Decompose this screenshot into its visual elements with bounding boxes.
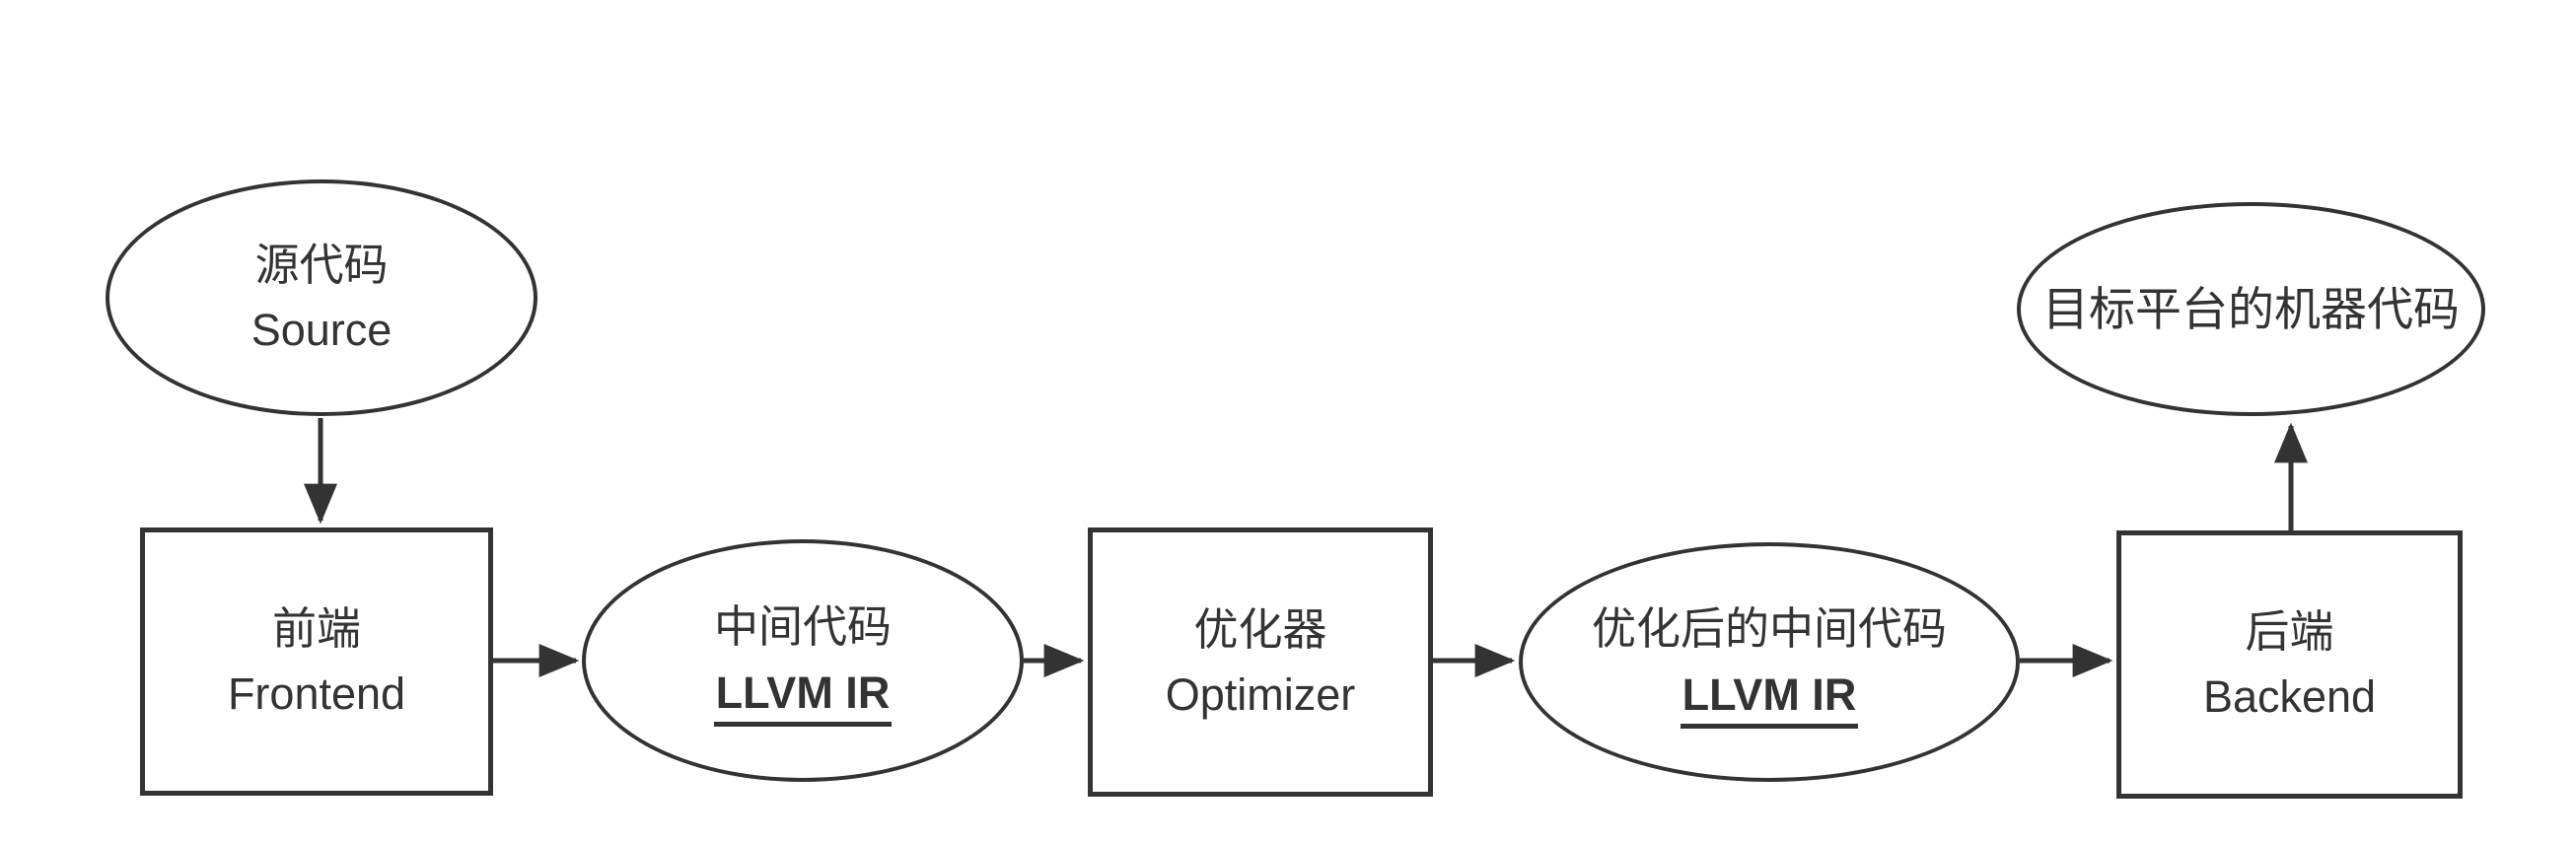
node-optimizer-label-en: Optimizer [1165,668,1356,720]
node-optimizer: 优化器 Optimizer [1088,527,1433,797]
node-optimized-llvm-ir: 优化后的中间代码 LLVM IR [1519,542,2020,782]
node-backend-label-zh: 后端 [2245,606,2334,657]
node-llvm-ir-label-en: LLVM IR [713,667,893,727]
node-llvm-ir: 中间代码 LLVM IR [582,539,1024,782]
node-target-machine-code: 目标平台的机器代码 [2017,202,2485,416]
node-frontend-label-zh: 前端 [271,603,361,654]
node-backend: 后端 Backend [2116,530,2463,799]
node-llvm-ir-label-zh: 中间代码 [713,601,892,652]
node-frontend: 前端 Frontend [140,527,493,796]
node-optimized-llvm-ir-label-en: LLVM IR [1680,669,1859,729]
node-source-label-zh: 源代码 [254,240,389,290]
node-source-code: 源代码 Source [106,179,537,416]
node-target-machine-code-label: 目标平台的机器代码 [2042,282,2460,335]
node-backend-label-en: Backend [2202,671,2377,722]
node-frontend-label-en: Frontend [227,668,406,719]
node-optimized-llvm-ir-label-zh: 优化后的中间代码 [1591,602,1947,654]
node-optimizer-label-zh: 优化器 [1193,603,1327,655]
node-source-label-en: Source [250,305,393,355]
